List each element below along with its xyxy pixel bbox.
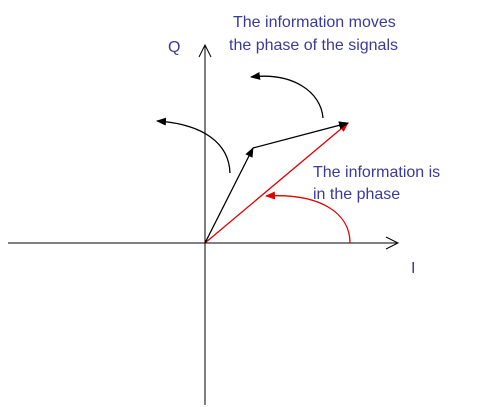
phase-angle-arc — [265, 191, 351, 244]
annotation-right-line1: The information is — [313, 164, 440, 181]
component-vector-1 — [204, 147, 254, 244]
annotation-right-line2: in the phase — [313, 186, 400, 203]
annotation-top-line2: the phase of the signals — [229, 37, 398, 54]
rotation-arc-left — [156, 117, 231, 174]
i-axis-label: I — [411, 260, 415, 277]
rotation-arc-top — [250, 71, 324, 119]
component-vector-2 — [252, 121, 349, 149]
i-axis-arrowhead — [385, 236, 400, 250]
annotation-top-line1: The information moves — [233, 14, 396, 31]
q-axis-label: Q — [168, 39, 180, 56]
phase-vector — [204, 122, 349, 244]
q-axis-arrowhead — [198, 43, 212, 58]
